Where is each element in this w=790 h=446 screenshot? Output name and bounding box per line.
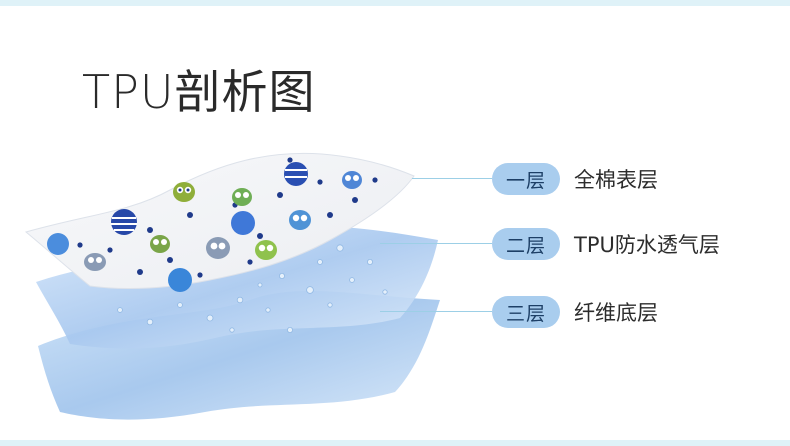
- layer-label-2: 二层 TPU防水透气层: [492, 227, 720, 261]
- layer-badge: 一层: [492, 163, 560, 195]
- layer-badge: 二层: [492, 228, 560, 260]
- tpu-layer: [36, 225, 438, 349]
- lead-line-layer-2: [380, 243, 492, 244]
- layer-description: 全棉表层: [574, 168, 658, 192]
- layer-badge: 三层: [492, 296, 560, 328]
- lead-line-layer-1: [412, 178, 492, 179]
- layer-label-3: 三层 纤维底层: [492, 295, 658, 329]
- bottom-decor-rule: [0, 440, 790, 446]
- layer-description: TPU防水透气层: [574, 233, 720, 257]
- ball-icon: [47, 162, 308, 292]
- fabric-layers-illustration: [24, 152, 440, 420]
- layer-label-1: 一层 全棉表层: [492, 162, 658, 196]
- owl-icon: [84, 171, 362, 271]
- cotton-layer: [24, 152, 415, 289]
- lead-line-layer-3: [380, 311, 492, 312]
- top-decor-rule: [0, 0, 790, 6]
- page-title: TPU剖析图: [82, 65, 316, 119]
- layer-description: 纤维底层: [574, 301, 658, 325]
